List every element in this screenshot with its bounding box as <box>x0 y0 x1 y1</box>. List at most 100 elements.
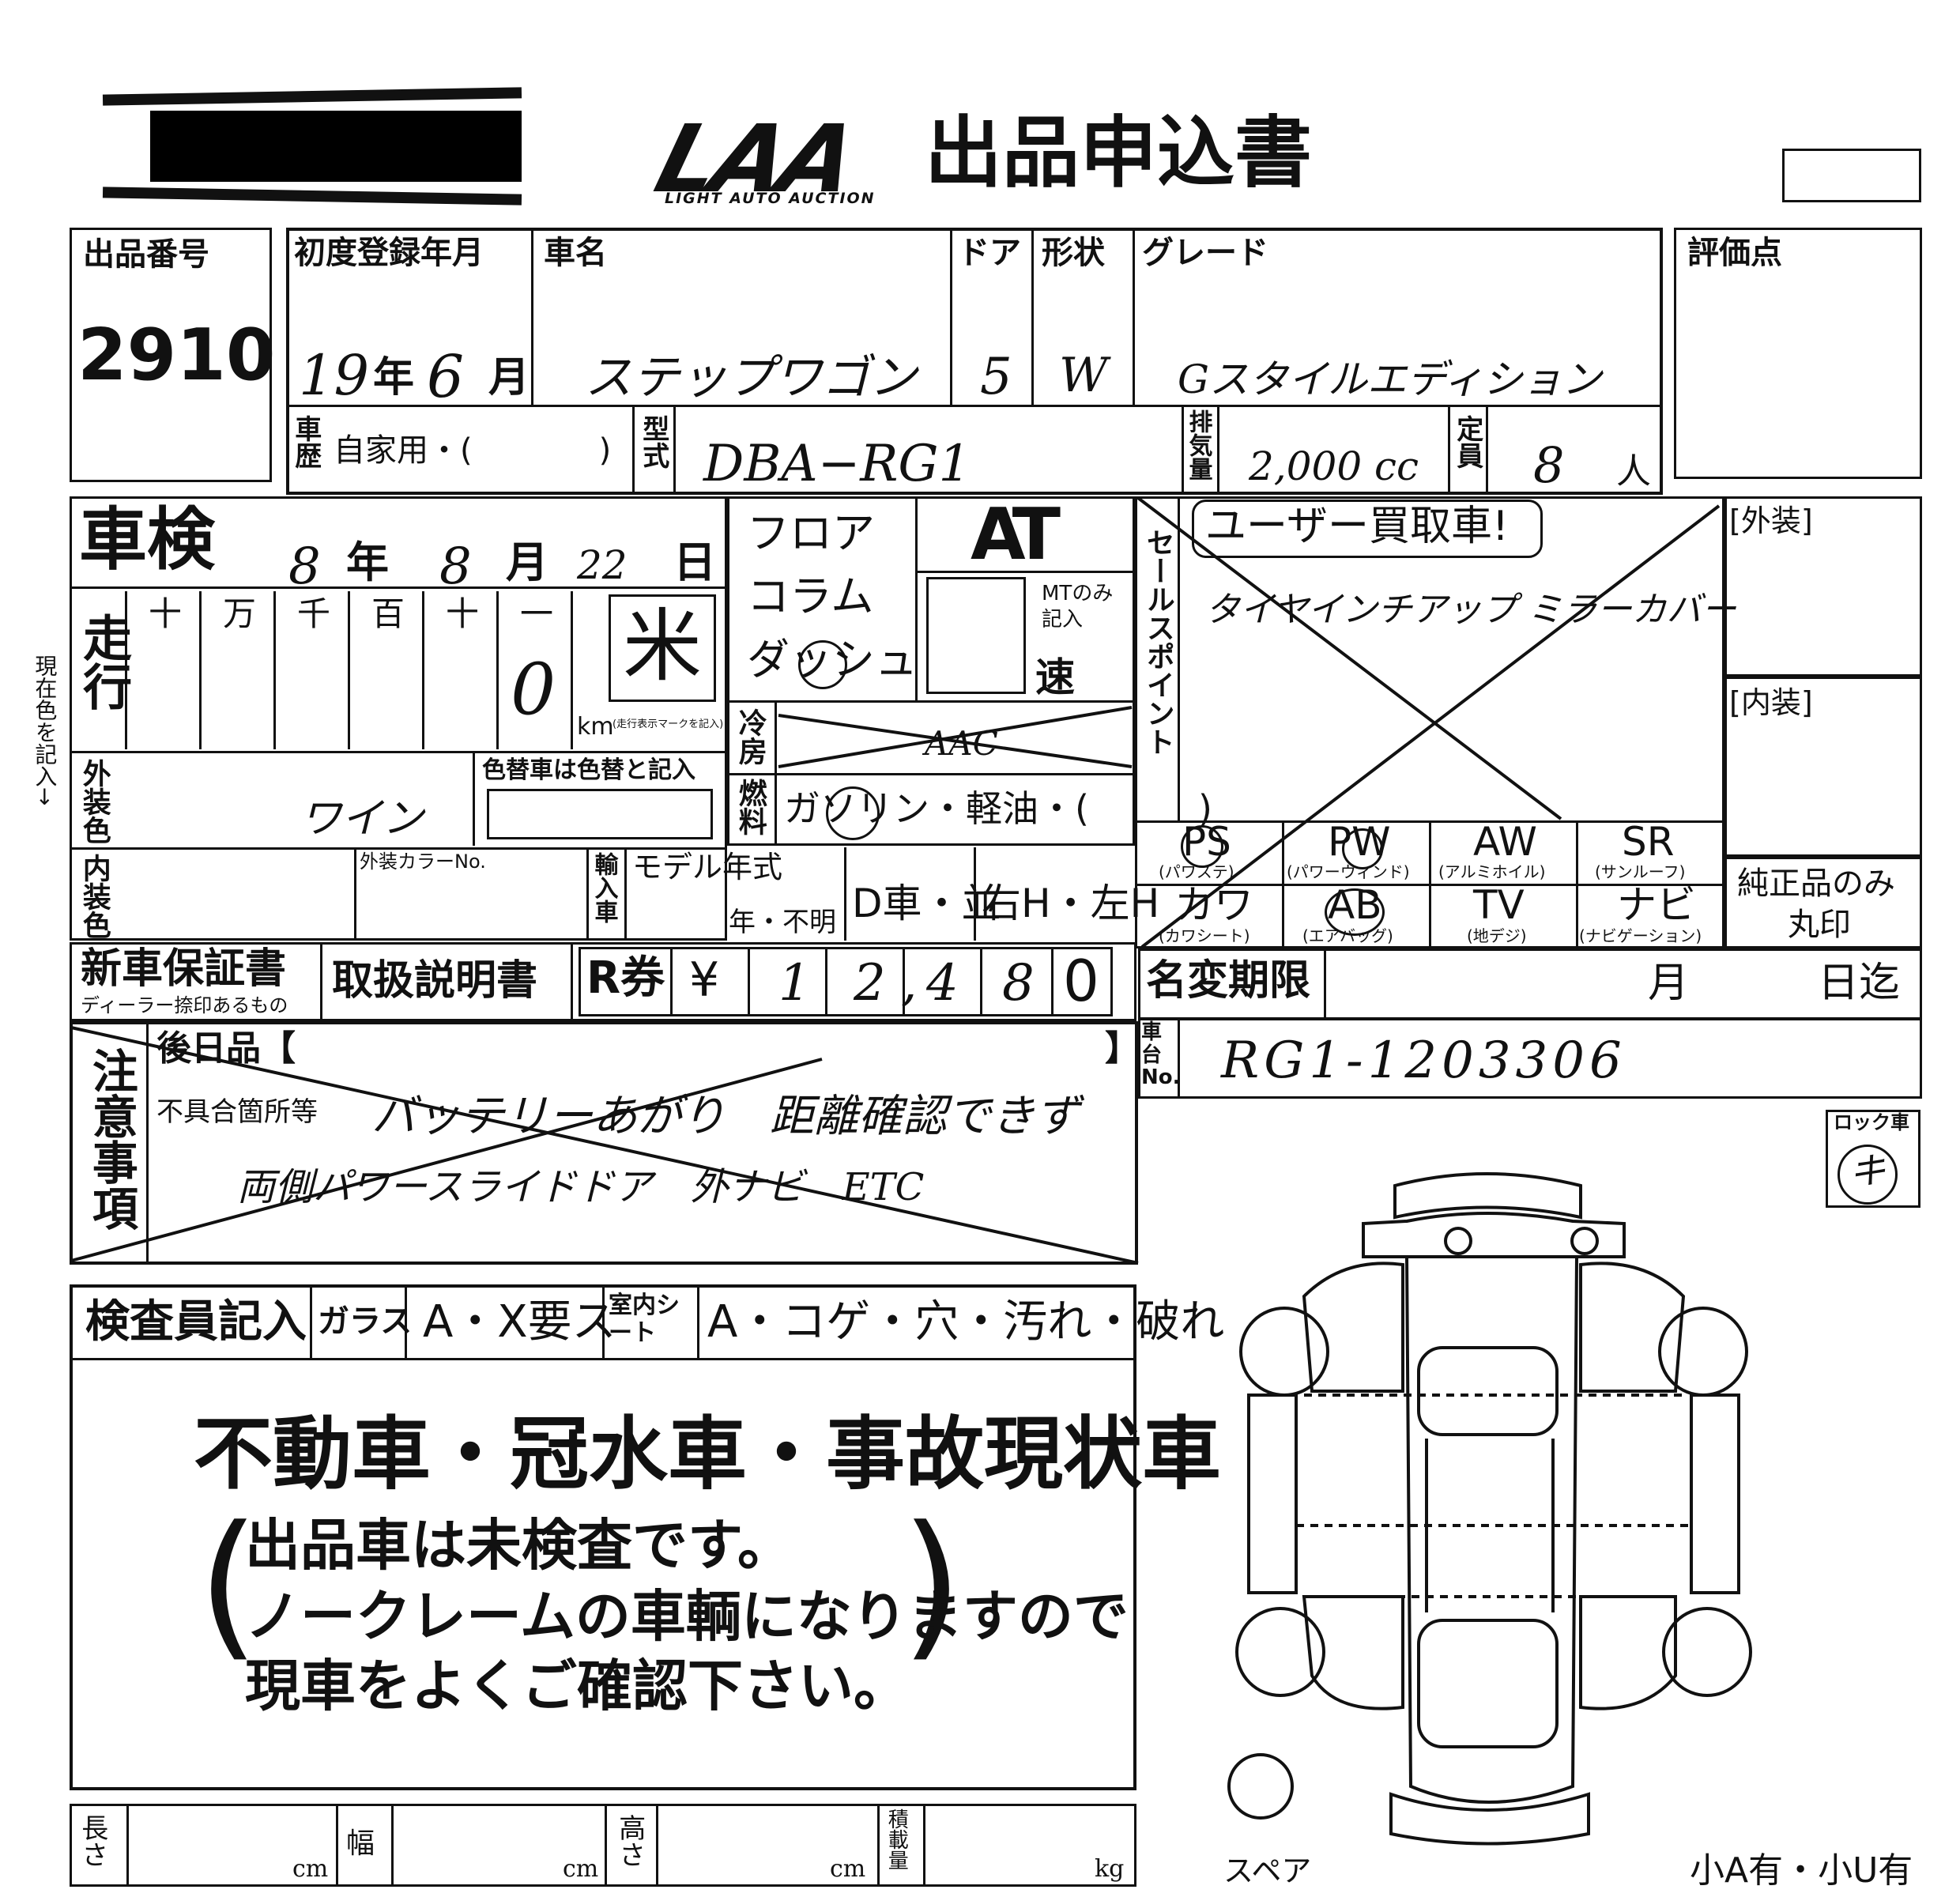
load-unit: kg <box>1095 1855 1125 1883</box>
recycle-digit: , <box>901 954 918 1013</box>
spare-label: スペア <box>1223 1854 1312 1888</box>
stamp-line3: ノークレームの車輌になりますので <box>245 1584 1129 1649</box>
shaken-year-value: 8 <box>288 537 321 596</box>
first-registration-label: 初度登録年月 <box>294 235 484 271</box>
capacity-value: 8 <box>1533 436 1565 494</box>
notes-x-2 <box>70 1058 823 1262</box>
option-pw-desc: (パワーウィンド) <box>1287 862 1410 881</box>
defects-label: 不具合箇所等 <box>156 1096 318 1128</box>
stamp-line2: 出品車は未検査です。 <box>245 1513 793 1578</box>
transmission-value: AT <box>971 493 1061 576</box>
notes-box <box>70 1021 1138 1265</box>
shaken-mileage-box <box>70 496 727 941</box>
digit-header: 十 <box>446 594 480 633</box>
stamp-line4: 現車をよくご確認下さい。 <box>245 1654 909 1718</box>
digit-header: 万 <box>223 594 257 633</box>
lot-number-label: 出品番号 <box>83 236 209 273</box>
recycle-digit: 8 <box>1002 954 1035 1013</box>
digit-header: 千 <box>297 594 331 633</box>
chassis-box <box>1138 1018 1922 1099</box>
chassis-label: 車台No. <box>1141 1020 1181 1090</box>
digit-header: 百 <box>371 594 405 633</box>
recycle-digit: 1 <box>778 954 811 1013</box>
door-label: ドア <box>958 235 1021 271</box>
lock-car-mark: キ <box>1849 1149 1886 1192</box>
side-note: 現在色を記入→ <box>32 654 58 806</box>
digit-header: 十 <box>149 594 183 633</box>
glass-options: A・X要ス <box>423 1296 616 1348</box>
shape-value: W <box>1059 348 1108 403</box>
shaken-label: 車検 <box>79 500 215 579</box>
genuine-only-label: 純正品のみ <box>1737 866 1895 902</box>
transmission-box <box>727 496 1135 846</box>
stamp-line1: 不動車・冠水車・事故現状車 <box>194 1408 1221 1500</box>
lock-car-box <box>1826 1110 1920 1208</box>
lock-car-label: ロック車 <box>1834 1111 1909 1133</box>
model-year-label: モデル年式 <box>632 850 783 884</box>
notes-x-1 <box>70 1026 1139 1265</box>
displacement-value: 2,000 cc <box>1249 443 1419 489</box>
option-tv: TV <box>1473 882 1525 928</box>
car-name-value: ステップワゴン <box>585 350 917 405</box>
laa-logo: LAA LIGHT AUTO AUCTION <box>646 104 921 213</box>
dimensions-box <box>70 1804 1136 1887</box>
door-value: 5 <box>980 348 1012 406</box>
history-value: 自家用・( ) <box>334 432 612 469</box>
score-box <box>1674 228 1922 479</box>
height-unit: cm <box>830 1855 866 1883</box>
option-sr: SR <box>1622 819 1675 865</box>
height-label: 高さ <box>613 1814 646 1868</box>
sales-x-1 <box>1136 496 1562 820</box>
redacted-stamp <box>102 87 522 206</box>
recycle-box <box>579 947 1113 1016</box>
options-grid: PS (パワステ) PW (パワーウィンド) AW (アルミホイル) SR (サ… <box>1135 820 1724 948</box>
logo-subtitle: LIGHT AUTO AUCTION <box>665 190 876 207</box>
defects-line2: 両側パワースライドドア 外ナビ ETC <box>237 1165 925 1209</box>
mileage-digits: 十 万 千 百 十 一 0 <box>125 591 573 749</box>
history-label: 車歴 <box>289 415 322 469</box>
exterior-section-box <box>1724 496 1922 677</box>
d-car-label: D車・並 <box>852 881 1001 926</box>
name-change-month: 月 <box>1648 960 1690 1007</box>
interior-section-box <box>1724 677 1922 857</box>
later-items-close: 】 <box>1105 1028 1140 1069</box>
width-label: 幅 <box>346 1827 375 1860</box>
import-label: 輸入車 <box>590 852 618 923</box>
warranty-label: 新車保証書 <box>81 945 287 993</box>
mileage-mark-box <box>609 594 716 702</box>
interior-options: A・コゲ・穴・汚れ・破れ <box>707 1296 1225 1348</box>
mileage-ones-value: 0 <box>511 648 556 731</box>
shaken-month-unit: 月 <box>506 537 548 587</box>
form-title: 出品申込書 <box>925 108 1313 198</box>
lock-car-circle <box>1838 1145 1898 1205</box>
exterior-color-label: 外装色 <box>77 759 111 844</box>
recycle-label: R券 <box>586 952 665 1004</box>
displacement-label: 排気量 <box>1184 409 1212 481</box>
color-change-box <box>487 789 713 839</box>
option-aw: AW <box>1473 819 1537 865</box>
option-aw-desc: (アルミホイル) <box>1438 862 1546 881</box>
reg-month-value: 6 <box>427 343 465 411</box>
option-leather-desc: (カワシート) <box>1159 926 1250 945</box>
car-name-label: 車名 <box>544 235 607 271</box>
reg-month-unit: 月 <box>488 354 530 402</box>
option-ps-desc: (パワステ) <box>1159 862 1234 881</box>
sales-x-2 <box>1140 504 1721 948</box>
shift-column: コラム <box>747 571 874 621</box>
model-year-unknown: 年・不明 <box>729 907 836 938</box>
width-unit: cm <box>563 1855 599 1883</box>
stamp-close-paren: ) <box>901 1492 963 1676</box>
shaken-year-unit: 年 <box>346 537 389 587</box>
exterior-section-label: [外装] <box>1729 503 1813 538</box>
shaken-day-unit: 日 <box>673 537 716 587</box>
small-marks-label: 小A有・小U有 <box>1690 1850 1913 1891</box>
mileage-label: 走行 <box>74 613 133 711</box>
exterior-color-value: ワイン <box>300 795 424 843</box>
option-tv-desc: (地デジ) <box>1467 926 1527 945</box>
km-unit: km <box>577 713 614 741</box>
vehicle-info-box <box>286 228 1663 495</box>
recycle-digit: 2 <box>854 954 886 1013</box>
reg-year-value: 19 <box>299 343 370 408</box>
name-change-until: 日迄 <box>1818 960 1901 1007</box>
